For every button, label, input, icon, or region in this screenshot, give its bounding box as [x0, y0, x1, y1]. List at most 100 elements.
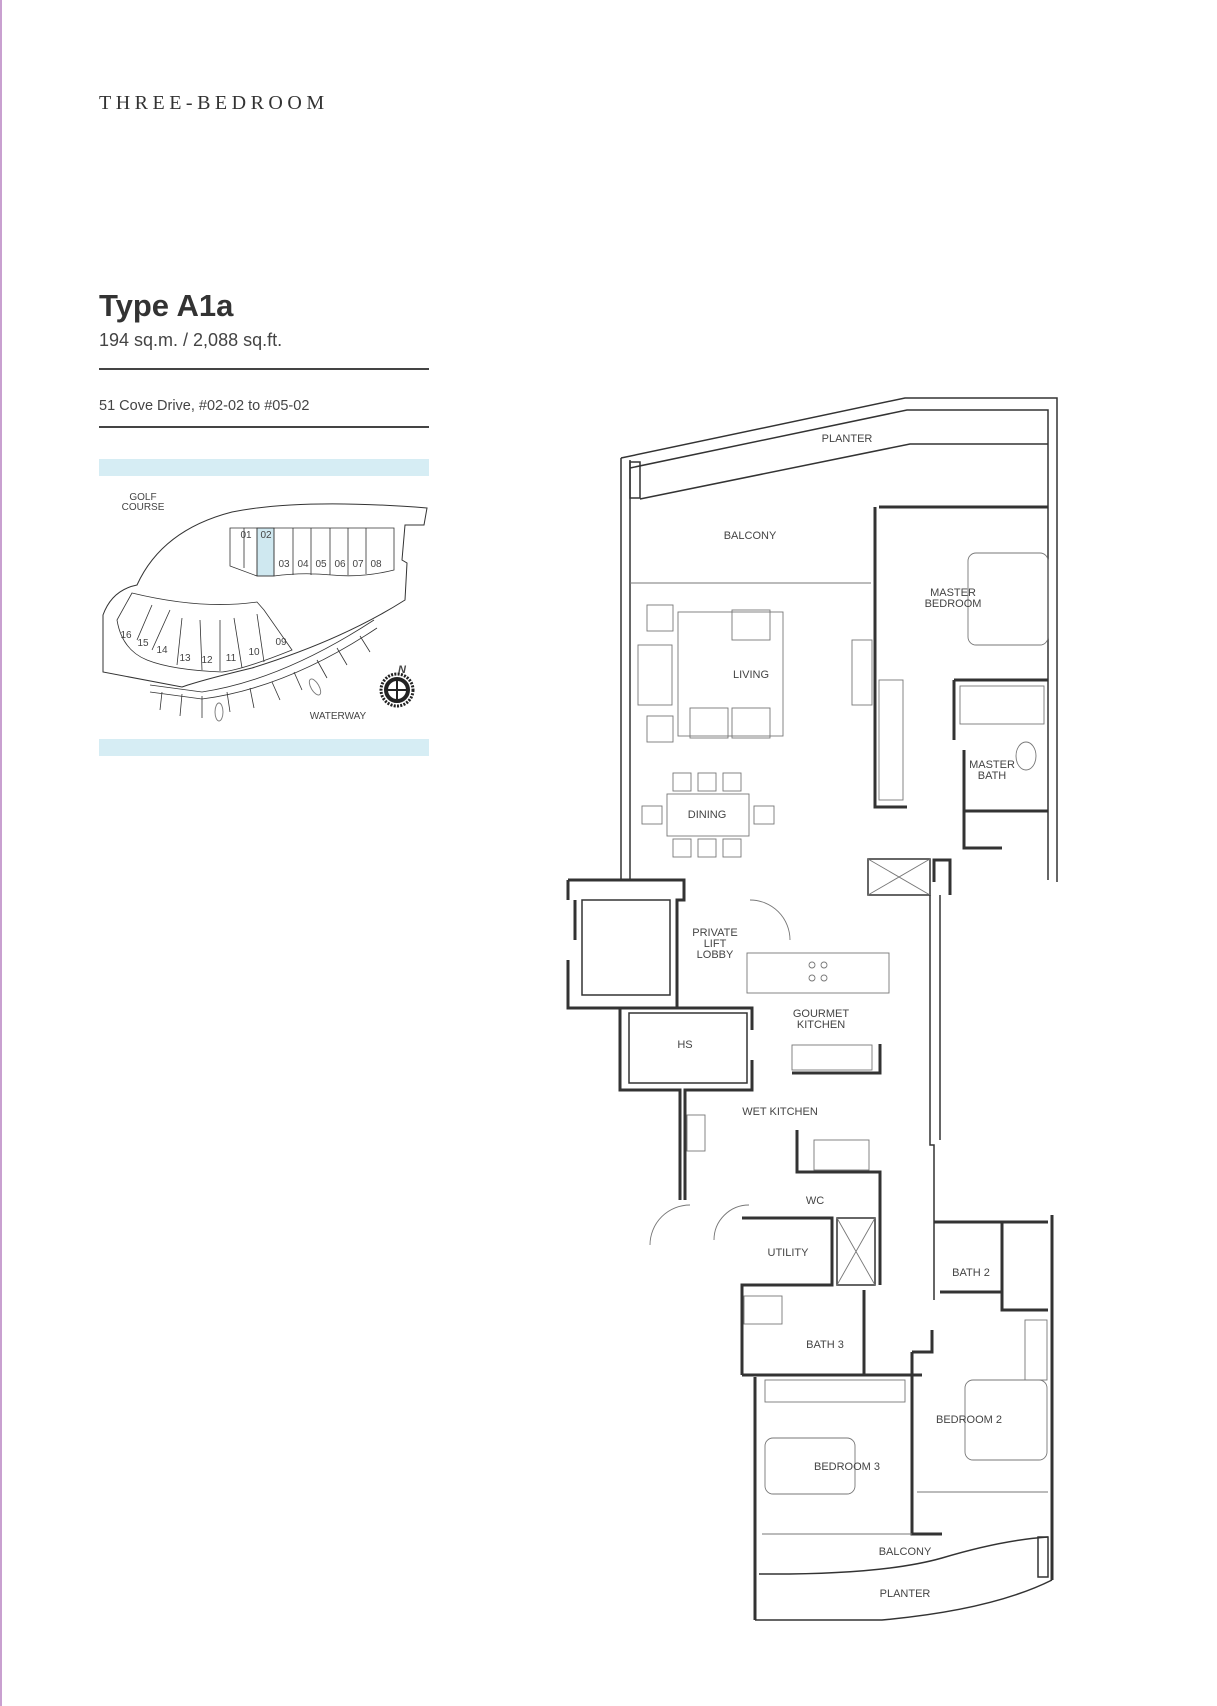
unit-area: 194 sq.m. / 2,088 sq.ft. — [99, 330, 283, 350]
room-label-master-bedroom: MASTER — [930, 587, 976, 599]
room-label-gourmet-kitchen: KITCHEN — [797, 1019, 845, 1031]
master-bath-wall — [932, 678, 1048, 895]
room-label-lift-lobby: LOBBY — [697, 949, 734, 961]
room-label-master-bedroom: BEDROOM — [925, 598, 982, 610]
living-rug — [677, 611, 784, 737]
chair — [697, 772, 717, 792]
divider — [99, 368, 429, 370]
armchair — [731, 609, 771, 641]
bedroom-wall — [742, 1330, 942, 1620]
master-bed — [967, 552, 1049, 646]
chair — [753, 805, 775, 825]
unit-number: 06 — [334, 559, 346, 570]
room-label-bath-2: BATH 2 — [952, 1267, 990, 1279]
room-label-planter-bottom: PLANTER — [880, 1588, 931, 1600]
room-label-planter: PLANTER — [822, 433, 873, 445]
burner-icon — [808, 974, 816, 982]
unit-number: 04 — [297, 559, 309, 570]
chair — [672, 838, 692, 858]
chair — [722, 838, 742, 858]
unit-number: 09 — [275, 637, 287, 648]
room-label-balcony: BALCONY — [724, 530, 777, 542]
unit-number: 08 — [370, 559, 382, 570]
bathtub — [959, 685, 1045, 725]
void-cross — [867, 858, 931, 896]
north-block — [229, 527, 395, 577]
unit-number: 11 — [226, 653, 237, 664]
wardrobe — [878, 679, 904, 801]
room-label-master-bath: MASTER — [969, 759, 1015, 771]
corridor-wall — [929, 895, 941, 1300]
kitchen-island — [746, 952, 890, 994]
room-label-living: LIVING — [733, 669, 769, 681]
planter-inner-edge — [639, 443, 1048, 500]
bed-3 — [764, 1437, 856, 1495]
room-label-wet-kitchen: WET KITCHEN — [742, 1106, 818, 1118]
room-label-wc: WC — [806, 1195, 824, 1207]
unit-number: 01 — [240, 530, 252, 541]
shower — [743, 1295, 783, 1325]
lift-core-wall — [566, 878, 754, 1200]
wardrobe — [764, 1379, 906, 1403]
stove — [686, 1114, 706, 1152]
lift-car — [581, 899, 671, 996]
kitchen-counter — [791, 1044, 873, 1071]
room-label-bedroom-3: BEDROOM 3 — [814, 1461, 880, 1473]
chair — [722, 772, 742, 792]
wardrobe — [1024, 1319, 1048, 1381]
shower-cross — [836, 1217, 876, 1286]
bottom-planter-outline — [755, 1536, 1053, 1621]
site-plan-band-top — [99, 459, 429, 476]
room-label-hs: HS — [677, 1039, 692, 1051]
room-label-bedroom-2: BEDROOM 2 — [936, 1414, 1002, 1426]
north-compass-icon — [379, 672, 415, 708]
site-plan-band-bottom — [99, 739, 429, 756]
burner-icon — [808, 961, 816, 969]
section-title: THREE-BEDROOM — [99, 92, 329, 114]
unit-number: 10 — [248, 647, 260, 658]
unit-number: 05 — [315, 559, 327, 570]
unit-type-title: Type A1a — [99, 288, 234, 323]
unit-address: 51 Cove Drive, #02-02 to #05-02 — [99, 398, 310, 414]
room-label-utility: UTILITY — [768, 1247, 810, 1259]
unit-number: 07 — [352, 559, 364, 570]
waterway-promenade — [149, 619, 378, 718]
burner-icon — [820, 974, 828, 982]
unit-number: 02 — [260, 530, 272, 541]
room-label-lift-lobby: LIFT — [704, 938, 727, 950]
household-shelter — [628, 1012, 748, 1084]
basin — [1015, 741, 1037, 771]
planter-column — [1037, 1536, 1049, 1578]
armchair — [731, 707, 771, 739]
armchair — [689, 707, 729, 739]
tv-console — [851, 639, 873, 706]
door-swing — [749, 899, 791, 941]
shower — [836, 1217, 876, 1286]
chair — [641, 805, 663, 825]
bath2-wall — [934, 1220, 1048, 1312]
chair — [672, 772, 692, 792]
door-swing — [649, 1204, 750, 1246]
north-label: N — [398, 664, 407, 676]
south-block — [116, 592, 293, 673]
room-label-balcony-bottom: BALCONY — [879, 1546, 932, 1558]
unit-number: 15 — [137, 638, 149, 649]
unit-number: 03 — [278, 559, 290, 570]
room-label-master-bath: BATH — [978, 770, 1007, 782]
golf-course-label: COURSE — [122, 502, 165, 513]
chair — [697, 838, 717, 858]
side-table — [646, 604, 674, 632]
boat-icon — [214, 702, 224, 722]
column-void — [867, 858, 931, 896]
floor-plan: PLANTER BALCONY MASTER BEDROOM LIVING MA… — [566, 397, 1058, 1621]
room-label-dining: DINING — [688, 809, 727, 821]
golf-course-label: GOLF — [129, 492, 156, 503]
kitchen-wall — [740, 1044, 882, 1375]
dining-table — [666, 793, 750, 837]
unit-number: 14 — [156, 645, 168, 656]
burner-icon — [820, 961, 828, 969]
unit-number: 13 — [179, 653, 191, 664]
divider — [99, 426, 429, 428]
